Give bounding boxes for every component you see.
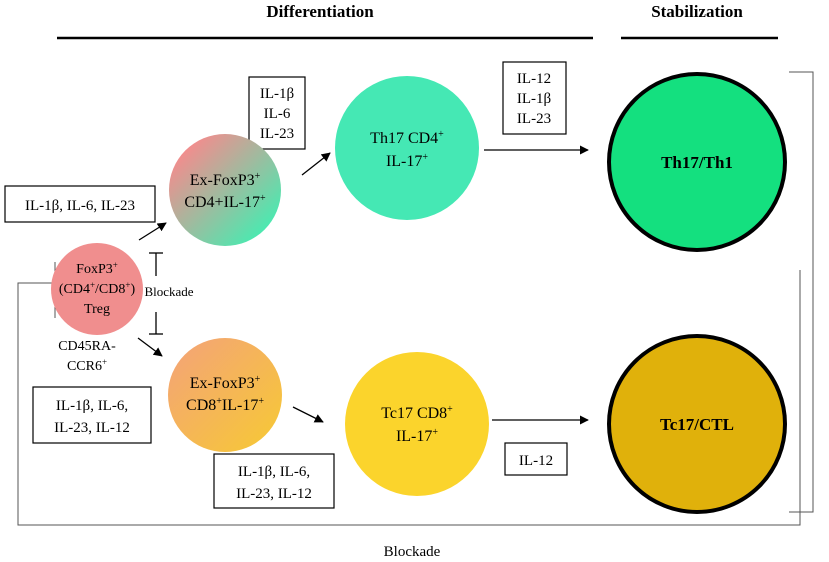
tc17-ctl-cell: Tc17/CTL [607, 334, 787, 514]
treg-cell: FoxP3+ (CD4+/CD8+) Treg [51, 243, 143, 335]
cytokine-text: IL-23, IL-12 [236, 486, 312, 502]
blockade-inhibitor-middle [149, 252, 163, 335]
arrow-treg-to-cd8 [137, 337, 163, 357]
cytokine-text: IL-1β [260, 86, 294, 102]
th17-line1: Th17 CD4+ [370, 129, 444, 147]
cytokine-text: IL-1β [517, 91, 551, 107]
th17-cd4-cell: Th17 CD4+ IL-17+ [335, 76, 479, 220]
ex-foxp3-cd8-cell: Ex-FoxP3+ CD8+IL-17+ [168, 338, 282, 452]
ex-cd8-line2: CD8+IL-17+ [186, 396, 264, 414]
cytokine-text: IL-23 [517, 111, 551, 127]
arrow-cd4-to-th17 [301, 152, 331, 176]
tc17-line2: IL-17+ [396, 427, 438, 445]
treg-line3: Treg [84, 302, 110, 317]
treg-line2: (CD4+/CD8+) [59, 280, 136, 297]
treg-marker-line1: CD45RA- [58, 339, 116, 354]
cytokine-box-treg-to-cd4: IL-1β, IL-6, IL-23 [4, 185, 156, 223]
cytokine-text: IL-23, IL-12 [54, 420, 130, 436]
ex-cd8-line1: Ex-FoxP3+ [190, 374, 261, 392]
blockade-label-middle: Blockade [144, 284, 193, 299]
cytokine-text: IL-1β, IL-6, [56, 398, 128, 414]
cytokine-text: IL-12 [517, 71, 551, 87]
cytokine-box-tc17-to-ctl: IL-12 [504, 442, 568, 476]
th17-line2: IL-17+ [386, 152, 428, 170]
arrow-cd8-to-tc17 [292, 406, 324, 423]
ex-foxp3-cd4-cell: Ex-FoxP3+ CD4+IL-17+ [169, 134, 281, 246]
tc17-cd8-cell: Tc17 CD8+ IL-17+ [345, 352, 489, 496]
cytokine-box-cd4-to-th17: IL-1β IL-6 IL-23 [248, 76, 306, 150]
cytokine-box-treg-to-cd8: IL-1β, IL-6, IL-23, IL-12 [32, 386, 152, 444]
tc17-ctl-label: Tc17/CTL [660, 415, 734, 434]
cytokine-text: IL-6 [264, 106, 291, 122]
ex-cd4-line2: CD4+IL-17+ [184, 193, 266, 211]
differentiation-header: Differentiation [266, 2, 374, 21]
th17-th1-cell: Th17/Th1 [607, 72, 787, 252]
th17-th1-label: Th17/Th1 [661, 153, 733, 172]
blockade-label-bottom: Blockade [384, 544, 441, 560]
cytokine-text: IL-1β, IL-6, [238, 464, 310, 480]
cytokine-text: IL-1β, IL-6, IL-23 [25, 198, 135, 214]
cytokine-text: IL-12 [519, 453, 553, 469]
stabilization-header: Stabilization [651, 2, 743, 21]
treg-marker-line2: CCR6+ [67, 357, 107, 374]
cytokine-box-th17-to-th1: IL-12 IL-1β IL-23 [502, 61, 567, 135]
tc17-line1: Tc17 CD8+ [381, 404, 453, 422]
cytokine-box-cd8-to-tc17: IL-1β, IL-6, IL-23, IL-12 [213, 453, 335, 509]
treg-line1: FoxP3+ [76, 260, 118, 277]
arrow-treg-to-cd4 [138, 222, 167, 241]
cytokine-text: IL-23 [260, 126, 294, 142]
ex-cd4-line1: Ex-FoxP3+ [190, 171, 261, 189]
